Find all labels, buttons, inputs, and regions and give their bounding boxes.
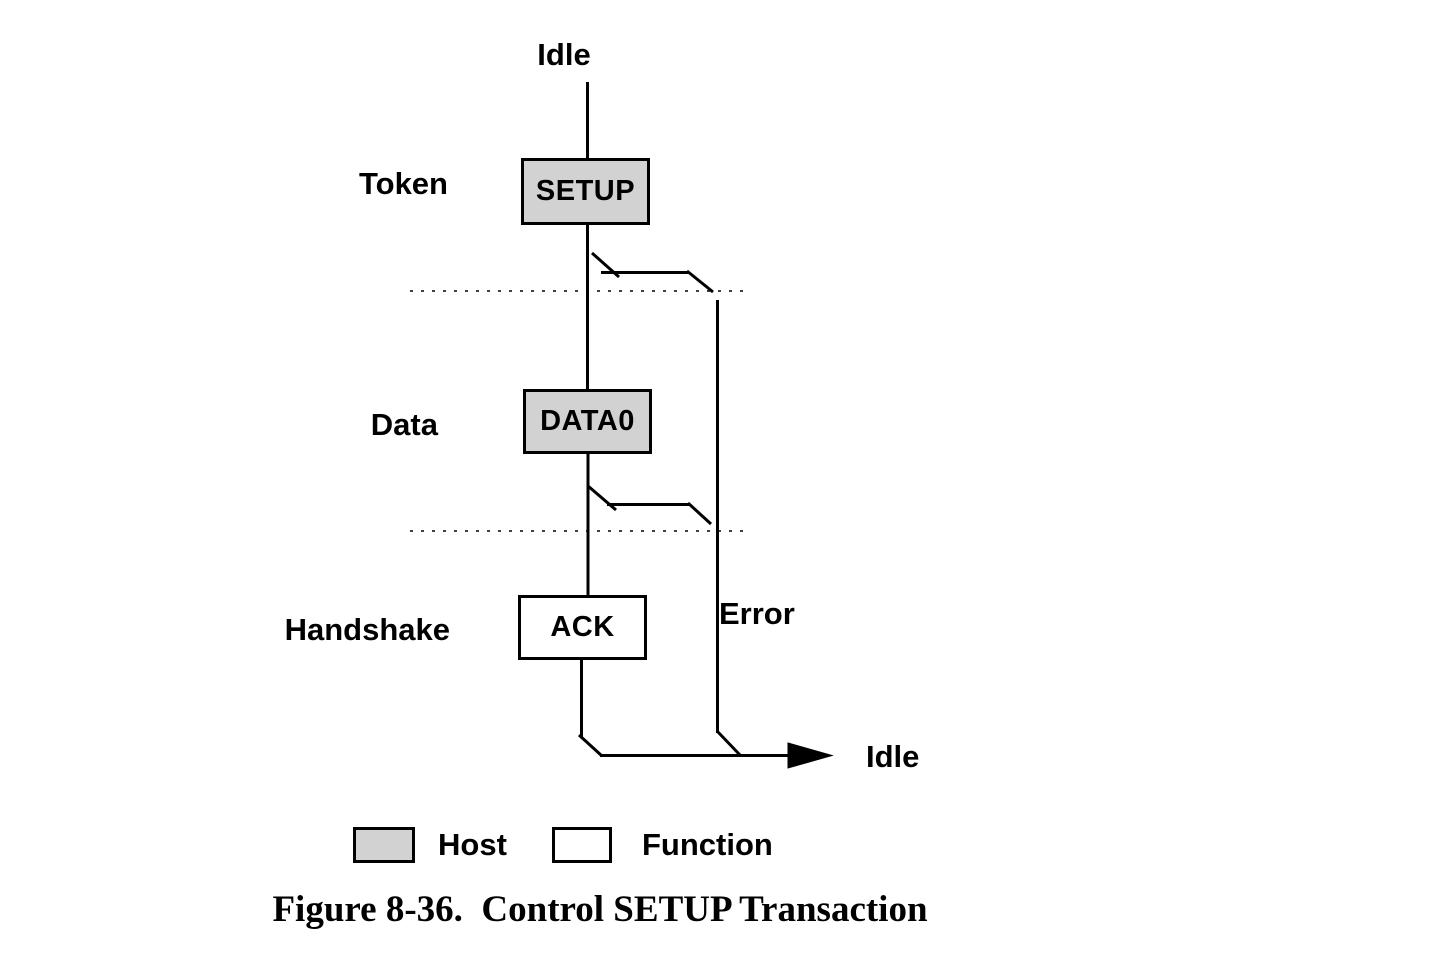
figure-caption: Figure 8-36. Control SETUP Transaction <box>272 889 928 930</box>
legend-host-swatch <box>353 827 415 863</box>
row-label-data: Data <box>370 407 438 442</box>
packet-box-data0: DATA0 <box>523 389 652 454</box>
legend-function-label: Function <box>642 827 773 862</box>
legend-function-swatch <box>552 827 612 863</box>
legend-host-label: Host <box>438 827 507 862</box>
error-join-diagonal <box>715 729 742 757</box>
row-label-handshake: Handshake <box>284 612 450 647</box>
error-label: Error <box>719 596 795 631</box>
arrowhead-icon <box>787 742 834 769</box>
branch2-diagonal-from-main <box>587 484 617 512</box>
branch1-diagonal-to-error <box>686 269 714 294</box>
row-label-token: Token <box>359 166 448 201</box>
idle-start-label: Idle <box>537 37 591 72</box>
packet-box-ack: ACK <box>518 595 647 660</box>
branch2-diagonal-to-error <box>686 501 713 526</box>
exit-diagonal <box>577 733 604 758</box>
idle-end-label: Idle <box>866 739 920 774</box>
packet-box-setup: SETUP <box>521 158 650 225</box>
